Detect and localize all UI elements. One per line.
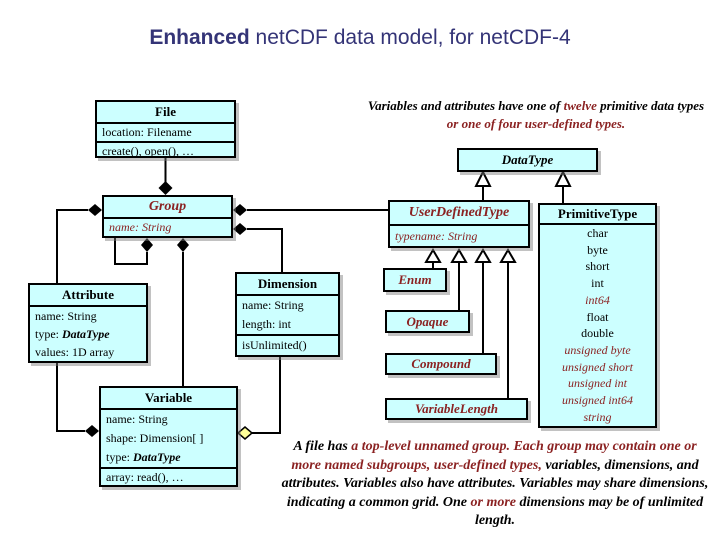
top-note-seg1: Variables and attributes have one of — [367, 98, 564, 113]
attribute-attr-name: name: String — [35, 309, 97, 323]
class-box-dimension: Dimension name: String length: int isUnl… — [235, 272, 340, 357]
primitive-type-title: PrimitiveType — [540, 205, 655, 225]
slide-title: Enhanced netCDF data model, for netCDF-4 — [0, 26, 720, 50]
attribute-attr-values: values: 1D array — [35, 345, 115, 359]
dimension-ops: isUnlimited() — [237, 334, 338, 355]
connector-dimension-variable — [252, 357, 281, 434]
slide-title-emphasis: Enhanced — [149, 26, 250, 49]
variable-attr-type: type: DataType — [101, 448, 236, 467]
attribute-type-label: type: — [35, 327, 62, 341]
primitive-item-char: char — [587, 226, 608, 240]
bottom-note-seg5: dimensions may be of unlimited length. — [474, 494, 704, 529]
bottom-note: A file has a top-level unnamed group. Ea… — [278, 438, 712, 531]
attribute-title: Attribute — [30, 285, 146, 307]
top-note: Variables and attributes have one of twe… — [362, 97, 710, 133]
file-attr-location: location: Filename — [102, 125, 192, 139]
composition-diamond-group-variable — [177, 238, 189, 252]
generalization-arrow-enum — [424, 248, 442, 263]
primitive-item-float: float — [586, 309, 609, 324]
primitive-item-byte: byte — [587, 242, 608, 257]
primitive-item-unsigned-byte: unsigned byte — [564, 342, 631, 357]
class-box-attribute: Attribute name: String type: DataType va… — [28, 283, 148, 363]
bottom-note-seg4: or more — [470, 494, 520, 510]
enum-title: Enum — [398, 272, 432, 287]
dimension-attr-length: length: int — [242, 317, 291, 331]
class-box-user-defined-type: UserDefinedType typename: String — [388, 200, 530, 248]
primitive-item-int: int — [591, 276, 604, 291]
attribute-type-value: DataType — [62, 327, 110, 341]
primitive-item-string: string — [583, 409, 612, 424]
primitive-item-double: double — [581, 326, 614, 341]
datatype-title: DataType — [501, 152, 554, 167]
top-note-seg4: or one of four user-defined types. — [446, 116, 626, 131]
bottom-note-seg2: a top-level unnamed group. Each group ma… — [291, 439, 697, 473]
compound-title: Compound — [411, 356, 471, 371]
connector-group-attribute — [56, 209, 88, 283]
top-note-seg3: primitive data types — [596, 98, 705, 113]
variable-attr-shape: shape: Dimension[ ] — [106, 431, 204, 445]
composition-diamond-variable-attribute — [85, 425, 99, 437]
generalization-arrow-primitive — [554, 169, 572, 187]
class-box-group: Group name: String — [102, 195, 233, 238]
file-title: File — [97, 102, 234, 124]
primitive-item-unsigned-short: unsigned short — [561, 359, 633, 374]
bottom-note-seg1: A file has — [293, 439, 352, 454]
class-box-datatype: DataType — [457, 148, 598, 172]
class-box-opaque: Opaque — [385, 310, 470, 333]
variable-type-label: type: — [106, 450, 133, 464]
primitive-item-short: short — [585, 259, 610, 274]
composition-diamond-file-group — [158, 181, 173, 195]
class-box-variable-length: VariableLength — [385, 398, 528, 420]
generalization-arrow-opaque — [450, 248, 468, 263]
variable-length-title: VariableLength — [414, 401, 499, 416]
primitive-item-unsigned-int64: unsigned int64 — [562, 393, 633, 408]
composition-diamond-group-attribute — [88, 204, 102, 216]
class-box-enum: Enum — [383, 268, 447, 292]
class-box-compound: Compound — [385, 353, 497, 375]
file-ops: create(), open(), … — [97, 141, 234, 160]
generalization-arrow-compound — [474, 248, 492, 263]
udt-title: UserDefinedType — [390, 202, 528, 226]
variable-title: Variable — [101, 388, 236, 410]
group-attr-name: name: String — [109, 220, 172, 234]
generalization-arrow-udt — [474, 169, 492, 187]
composition-diamond-group-subgroup — [141, 238, 153, 252]
dimension-attr-name: name: String — [242, 298, 304, 312]
composition-diamond-group-udt — [233, 204, 247, 216]
connector-group-subgroup — [114, 238, 148, 265]
primitive-item-unsigned-int: unsigned int — [568, 376, 627, 391]
attribute-attr-type: type: DataType — [30, 325, 146, 343]
top-note-seg2: twelve — [563, 98, 597, 113]
udt-attr-typename: typename: String — [395, 229, 478, 243]
variable-attr-name: name: String — [106, 412, 168, 426]
class-box-primitive-type: PrimitiveType char byte short int int64 … — [538, 203, 657, 428]
class-box-file: File location: Filename create(), open()… — [95, 100, 236, 158]
shared-dimension-diamond — [236, 426, 254, 440]
connector-attribute-variable — [56, 363, 85, 432]
primitive-type-list: char byte short int int64 float double u… — [540, 225, 655, 425]
variable-type-value: DataType — [133, 450, 181, 464]
bottom-note-seg3: variables, dimensions, and attributes. V… — [281, 457, 709, 510]
composition-diamond-group-dimension — [233, 223, 247, 235]
generalization-arrow-varlen — [499, 248, 517, 263]
dimension-title: Dimension — [237, 274, 338, 296]
group-title: Group — [104, 197, 231, 219]
primitive-item-int64: int64 — [585, 292, 610, 307]
opaque-title: Opaque — [406, 313, 449, 329]
variable-ops: array: read(), … — [101, 467, 236, 485]
connector-group-dimension — [247, 228, 283, 272]
slide-title-rest: netCDF data model, for netCDF-4 — [249, 26, 571, 49]
class-box-variable: Variable name: String shape: Dimension[ … — [99, 386, 238, 487]
